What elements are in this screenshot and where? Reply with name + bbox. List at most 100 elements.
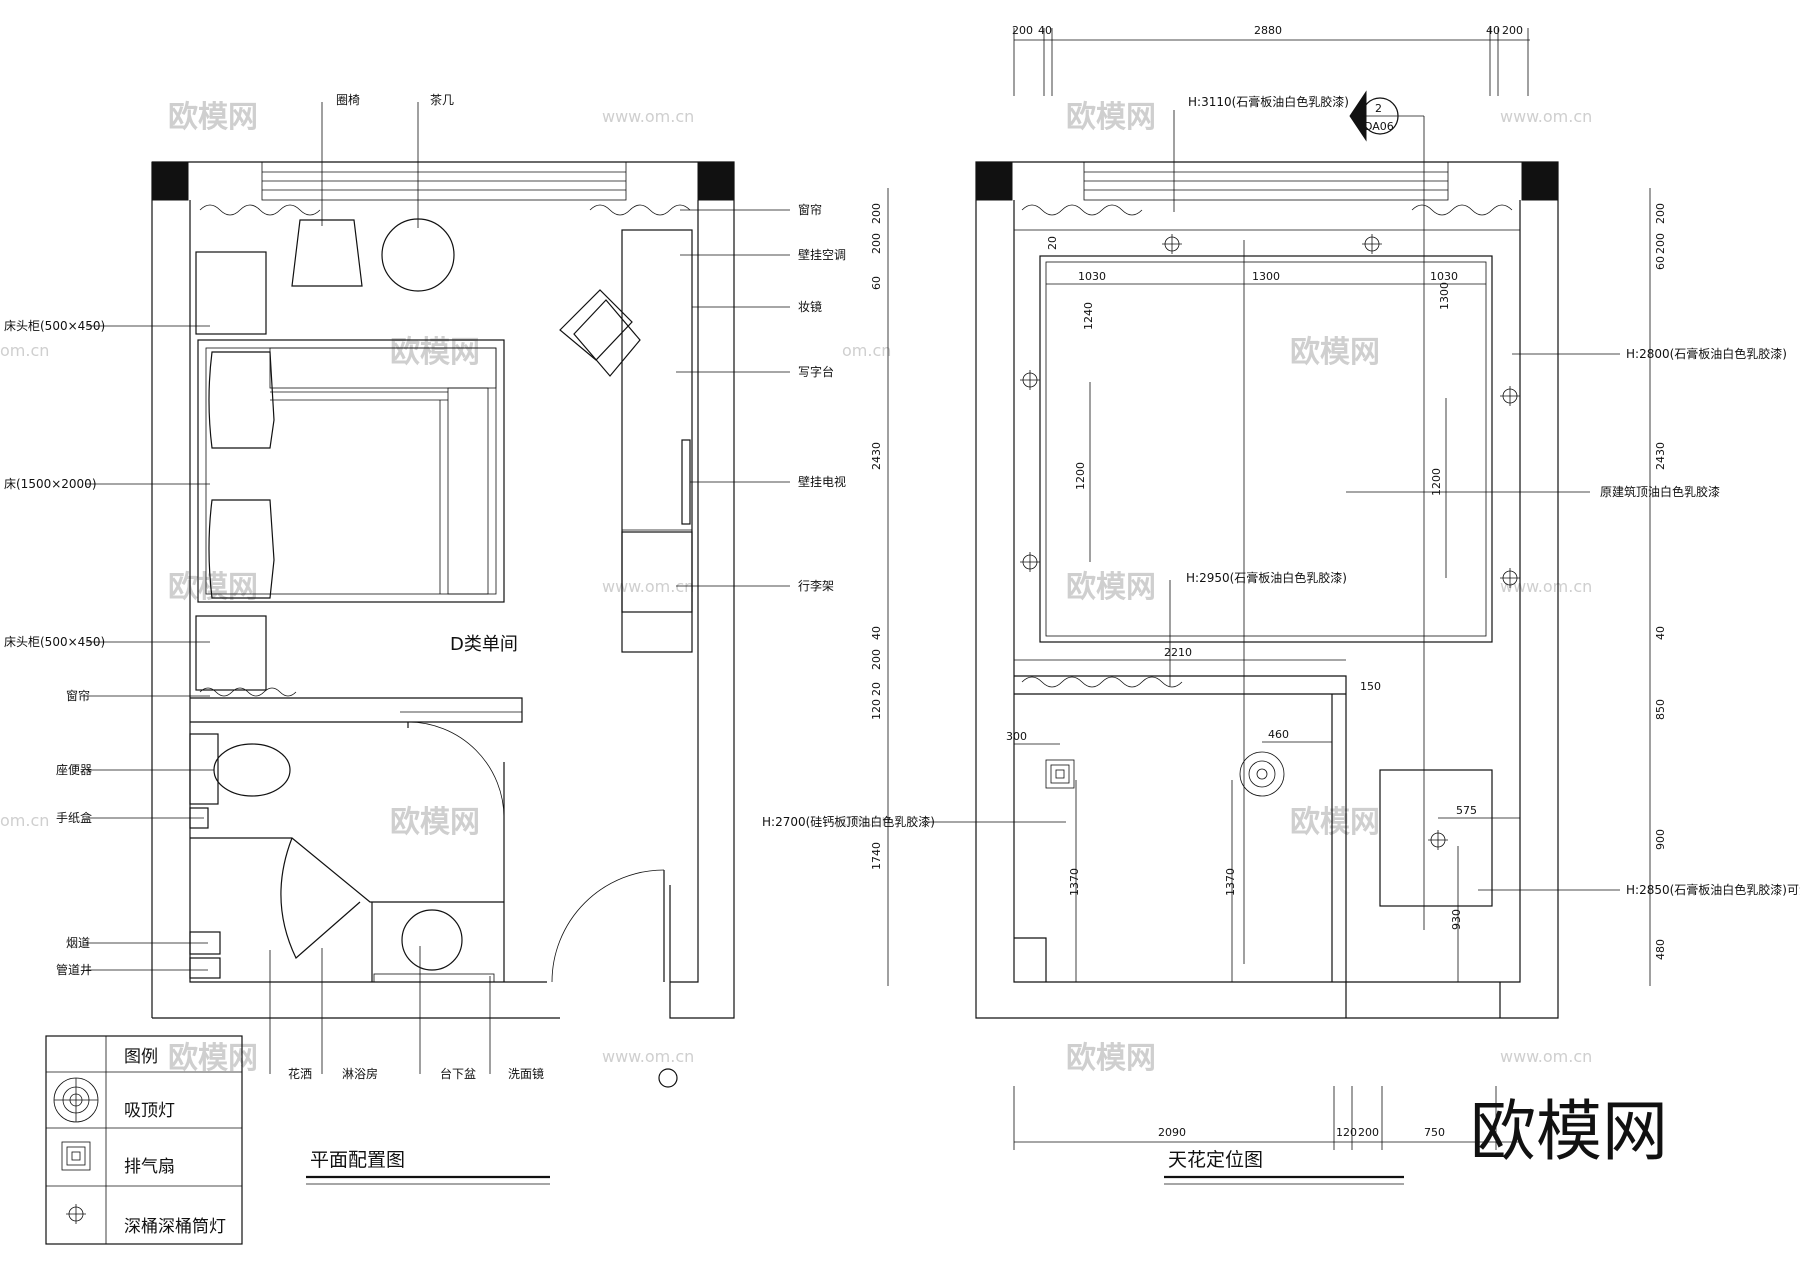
watermark-url: www.om.cn [602, 577, 694, 596]
pillow [208, 351, 275, 449]
dimension-text: 150 [1360, 680, 1381, 693]
dimension-text: 1030 [1430, 270, 1458, 283]
ceiling-detail-line [1014, 937, 1501, 1018]
nightstand [195, 615, 267, 691]
callout-nightstand: 床头柜(500×450) [4, 319, 105, 333]
dimension-text: 1300 [1252, 270, 1280, 283]
dimension-text: 200 [870, 203, 883, 224]
watermark-url: www.om.cn [1500, 107, 1592, 126]
toilet-bowl [213, 743, 291, 797]
gypsum-ceiling-panel [1039, 255, 1493, 643]
dimension-text: 200 [870, 649, 883, 670]
bed [197, 339, 505, 603]
callout-tv: 壁挂电视 [798, 474, 846, 489]
toilet-tank [189, 733, 219, 805]
downlight-icon [1020, 370, 1040, 390]
downlight-icon [1162, 234, 1182, 254]
ceiling-note-original: 原建筑顶油白色乳胶漆 [1600, 484, 1720, 499]
watermark-url: www.om.cn [1500, 1047, 1592, 1066]
dimension-text: 1740 [870, 842, 883, 870]
floor-plan: D类单间 [151, 161, 735, 1088]
callout-flue: 烟道 [66, 936, 90, 950]
dimension-text: 200 [1358, 1126, 1379, 1139]
dimension-text: 575 [1456, 804, 1477, 817]
plan-title: 平面配置图 [310, 1149, 405, 1171]
exhaust-fan-icon [1045, 759, 1075, 789]
wall-tv [681, 439, 691, 525]
interior-wall-line [1013, 200, 1521, 983]
dimension-text: 480 [1654, 939, 1667, 960]
structural-column [975, 161, 1013, 201]
dimension-text: 20 [1046, 236, 1059, 250]
exhaust-fan-icon [61, 1141, 91, 1171]
callout-shower-head: 花洒 [288, 1066, 312, 1081]
callout-curtain: 窗帘 [66, 688, 90, 703]
dimension-text: 40 [1486, 24, 1500, 37]
shower-enclosure [280, 837, 361, 959]
watermark-url-partial: om.cn [842, 811, 891, 830]
legend-item-label: 吸顶灯 [124, 1101, 175, 1121]
dimension-text: 1030 [1078, 270, 1106, 283]
luggage-rack [621, 531, 693, 653]
callout-coffee-table: 茶几 [430, 92, 454, 107]
brand-logo: 欧模网 [1470, 1093, 1668, 1170]
callout-armchair: 圈椅 [336, 93, 360, 107]
watermark-logo: 欧模网 [1066, 100, 1156, 135]
access-panel [1379, 769, 1493, 907]
dimension-text: 460 [1268, 728, 1289, 741]
callout-nightstand-2: 床头柜(500×450) [4, 635, 105, 649]
ceiling-title: 天花定位图 [1168, 1149, 1263, 1171]
watermark-url: www.om.cn [602, 1047, 694, 1066]
callout-desk: 写字台 [798, 364, 834, 379]
callout-mirror-bottom: 洗面镜 [508, 1066, 544, 1081]
partition-wall [190, 697, 523, 723]
watermark-logo: 欧模网 [1290, 805, 1380, 840]
ceiling-light-icon [53, 1077, 99, 1123]
watermark-logo: 欧模网 [168, 100, 258, 135]
dimension-text: 2430 [1654, 442, 1667, 470]
dimension-text: 20 [870, 682, 883, 696]
dimension-text: 1200 [1074, 462, 1087, 490]
armchair [291, 219, 363, 287]
callout-luggage-rack: 行李架 [798, 578, 834, 593]
dimension-text: 1200 [1430, 468, 1443, 496]
coffee-table [381, 218, 455, 292]
dimension-text: 900 [1654, 829, 1667, 850]
room-name-label: D类单间 [450, 634, 518, 655]
ceiling-light-icon [1239, 751, 1285, 797]
dimension-text: 300 [1006, 730, 1027, 743]
dimension-text: 120 [1336, 1126, 1357, 1139]
callout-mirror: 妆镜 [798, 299, 822, 314]
callout-toilet: 座便器 [56, 762, 92, 777]
dimension-text: 40 [1038, 24, 1052, 37]
legend-table: 图例 吸顶灯 排气扇 深桶深桶筒灯 [45, 1035, 243, 1245]
nightstand [195, 251, 267, 335]
callout-ac: 壁挂空调 [798, 247, 846, 262]
ceiling-note-h3110: H:3110(石膏板油白色乳胶漆) [1188, 94, 1349, 109]
section-number: 2 [1375, 102, 1382, 115]
dimension-text: 850 [1654, 699, 1667, 720]
legend-item-label: 排气扇 [124, 1157, 175, 1177]
dimension-text: 1240 [1082, 302, 1095, 330]
exterior-wall-outline [975, 161, 1559, 1019]
ceiling-note-h2850: H:2850(石膏板油白色乳胶漆)可活动 [1626, 882, 1800, 897]
dimension-text: 2430 [870, 442, 883, 470]
pillow [208, 499, 275, 599]
plan-callouts: 圈椅 茶几 床头柜(500×450) 床(1500×2000) 床头柜(500×… [4, 92, 846, 1185]
dimension-text: 200 [1654, 233, 1667, 254]
watermark-logo: 欧模网 [168, 1041, 258, 1076]
callout-paper-holder: 手纸盒 [56, 810, 92, 825]
callout-bed: 床(1500×2000) [4, 477, 97, 491]
dimension-text: 40 [870, 626, 883, 640]
watermark-logo: 欧模网 [1290, 335, 1380, 370]
ceiling-note-h2800: H:2800(石膏板油白色乳胶漆) [1626, 346, 1787, 361]
dimension-lines [887, 28, 1651, 1150]
downlight-icon [66, 1204, 86, 1224]
structural-column [697, 161, 735, 201]
dimension-text: 200 [1654, 203, 1667, 224]
dimension-text: 2090 [1158, 1126, 1186, 1139]
